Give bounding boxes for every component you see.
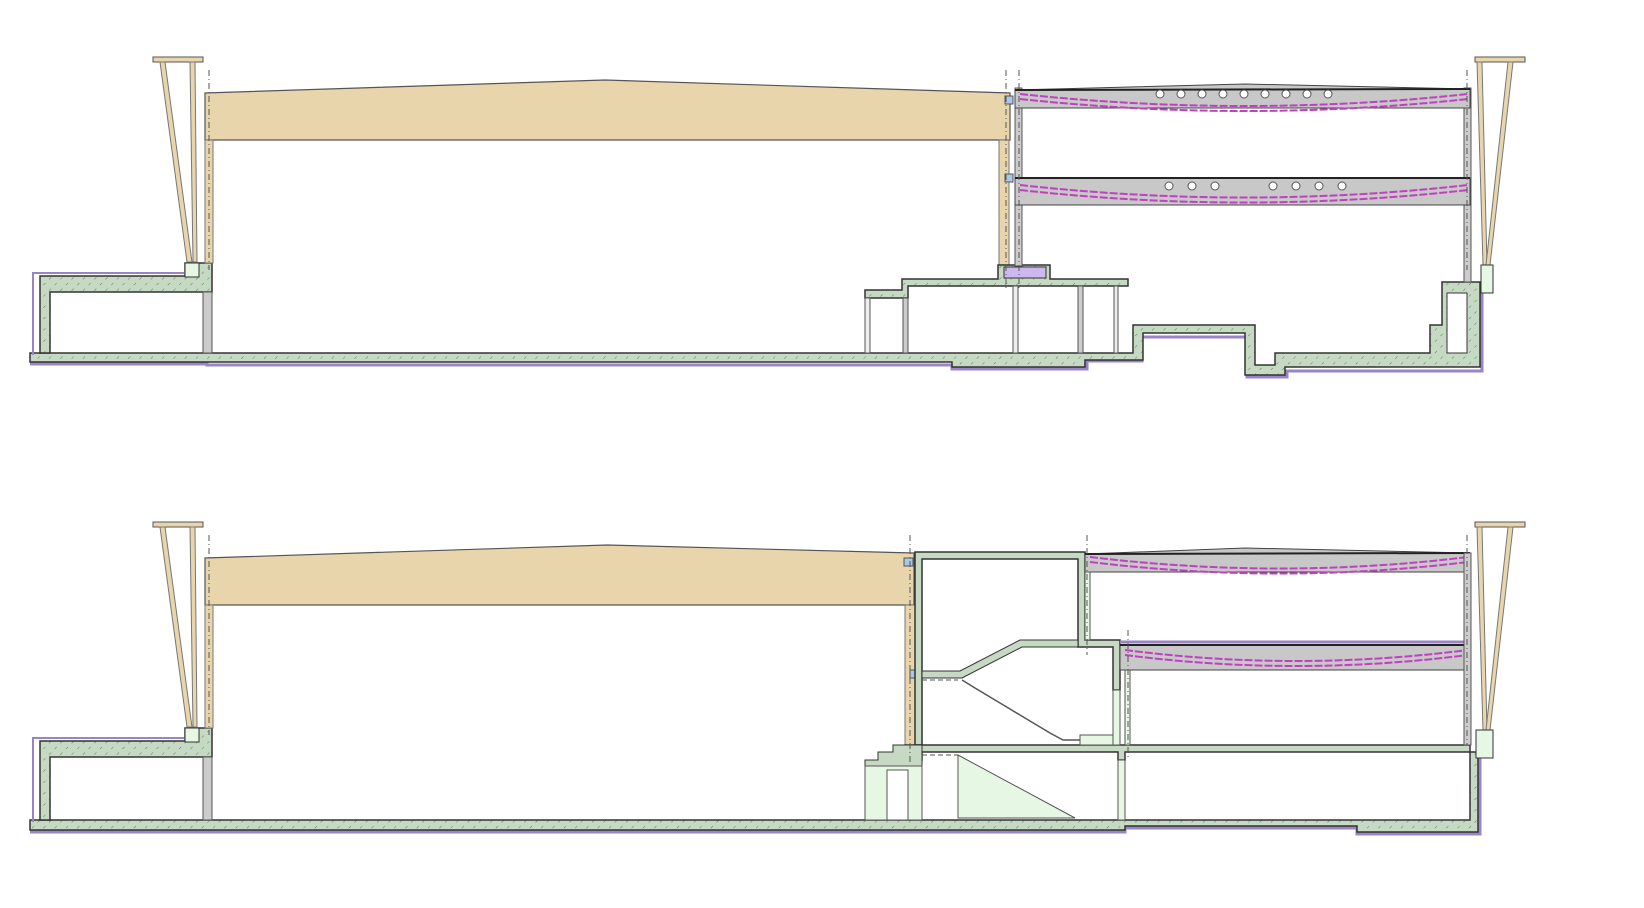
support-block — [1480, 264, 1494, 294]
beam-openings — [1155, 89, 1333, 99]
section-lower — [29, 521, 1526, 836]
tendon-line — [1019, 98, 1469, 112]
canopy-membrane — [32, 737, 185, 822]
tendon-line — [1019, 189, 1469, 204]
timber-strut-left — [159, 526, 193, 728]
strut-cap-left — [152, 56, 204, 63]
left-column-gray — [202, 291, 213, 354]
middle-stair-flight — [961, 679, 1113, 741]
landing — [1079, 734, 1114, 746]
platform-column — [1077, 285, 1084, 354]
timber-strut-left-2 — [189, 526, 198, 728]
timber-strut-left — [159, 61, 193, 263]
section-upper — [29, 56, 1526, 379]
glass-node — [903, 557, 914, 567]
floor-slab — [904, 744, 1471, 761]
tendon-line — [1019, 184, 1469, 199]
platform-column — [902, 297, 909, 354]
steel-column — [1124, 669, 1131, 746]
lower-stair-flight — [957, 754, 1076, 819]
right-wall-cavity — [1446, 292, 1468, 354]
support-block — [1475, 729, 1494, 759]
timber-column-right — [998, 139, 1010, 267]
canopy-membrane — [32, 272, 185, 355]
support-block — [184, 727, 200, 743]
grid-lines — [208, 535, 1468, 765]
timber-strut-left-2 — [189, 61, 198, 263]
tendon-line — [1124, 649, 1469, 662]
timber-roof-beam — [204, 544, 915, 606]
core-column — [1117, 759, 1126, 821]
strut-cap-left — [152, 521, 204, 528]
membrane-block — [1003, 266, 1047, 279]
tendon-line — [1124, 654, 1469, 667]
left-column-gray — [202, 756, 213, 821]
waterproof-membrane — [30, 285, 1484, 379]
timber-roof-beam — [204, 79, 1011, 141]
glass-node — [1004, 173, 1014, 183]
timber-strut-right-2 — [1485, 526, 1514, 731]
upper-stair-flight — [921, 639, 1079, 679]
timber-strut-right — [1476, 526, 1488, 731]
door-opening — [886, 769, 909, 821]
ground-slab — [29, 281, 1481, 376]
timber-strut-right-2 — [1485, 61, 1514, 266]
glass-node — [1004, 95, 1014, 105]
grid-lines — [208, 70, 1468, 290]
tendon-line — [1019, 93, 1469, 107]
tendon-line — [1089, 561, 1469, 575]
beam-openings — [1164, 181, 1347, 191]
core-column — [1112, 689, 1121, 746]
platform-column — [1113, 285, 1119, 354]
strut-cap-right — [1474, 56, 1526, 63]
strut-cap-right — [1474, 521, 1526, 528]
ground-slab — [29, 751, 1479, 833]
tendon-line — [1089, 556, 1469, 570]
platform-column — [864, 297, 871, 354]
platform-slab — [864, 264, 1129, 299]
platform-column — [1012, 285, 1019, 354]
timber-strut-right — [1476, 61, 1488, 266]
entrance-plinth — [864, 744, 923, 767]
support-block — [184, 262, 200, 278]
